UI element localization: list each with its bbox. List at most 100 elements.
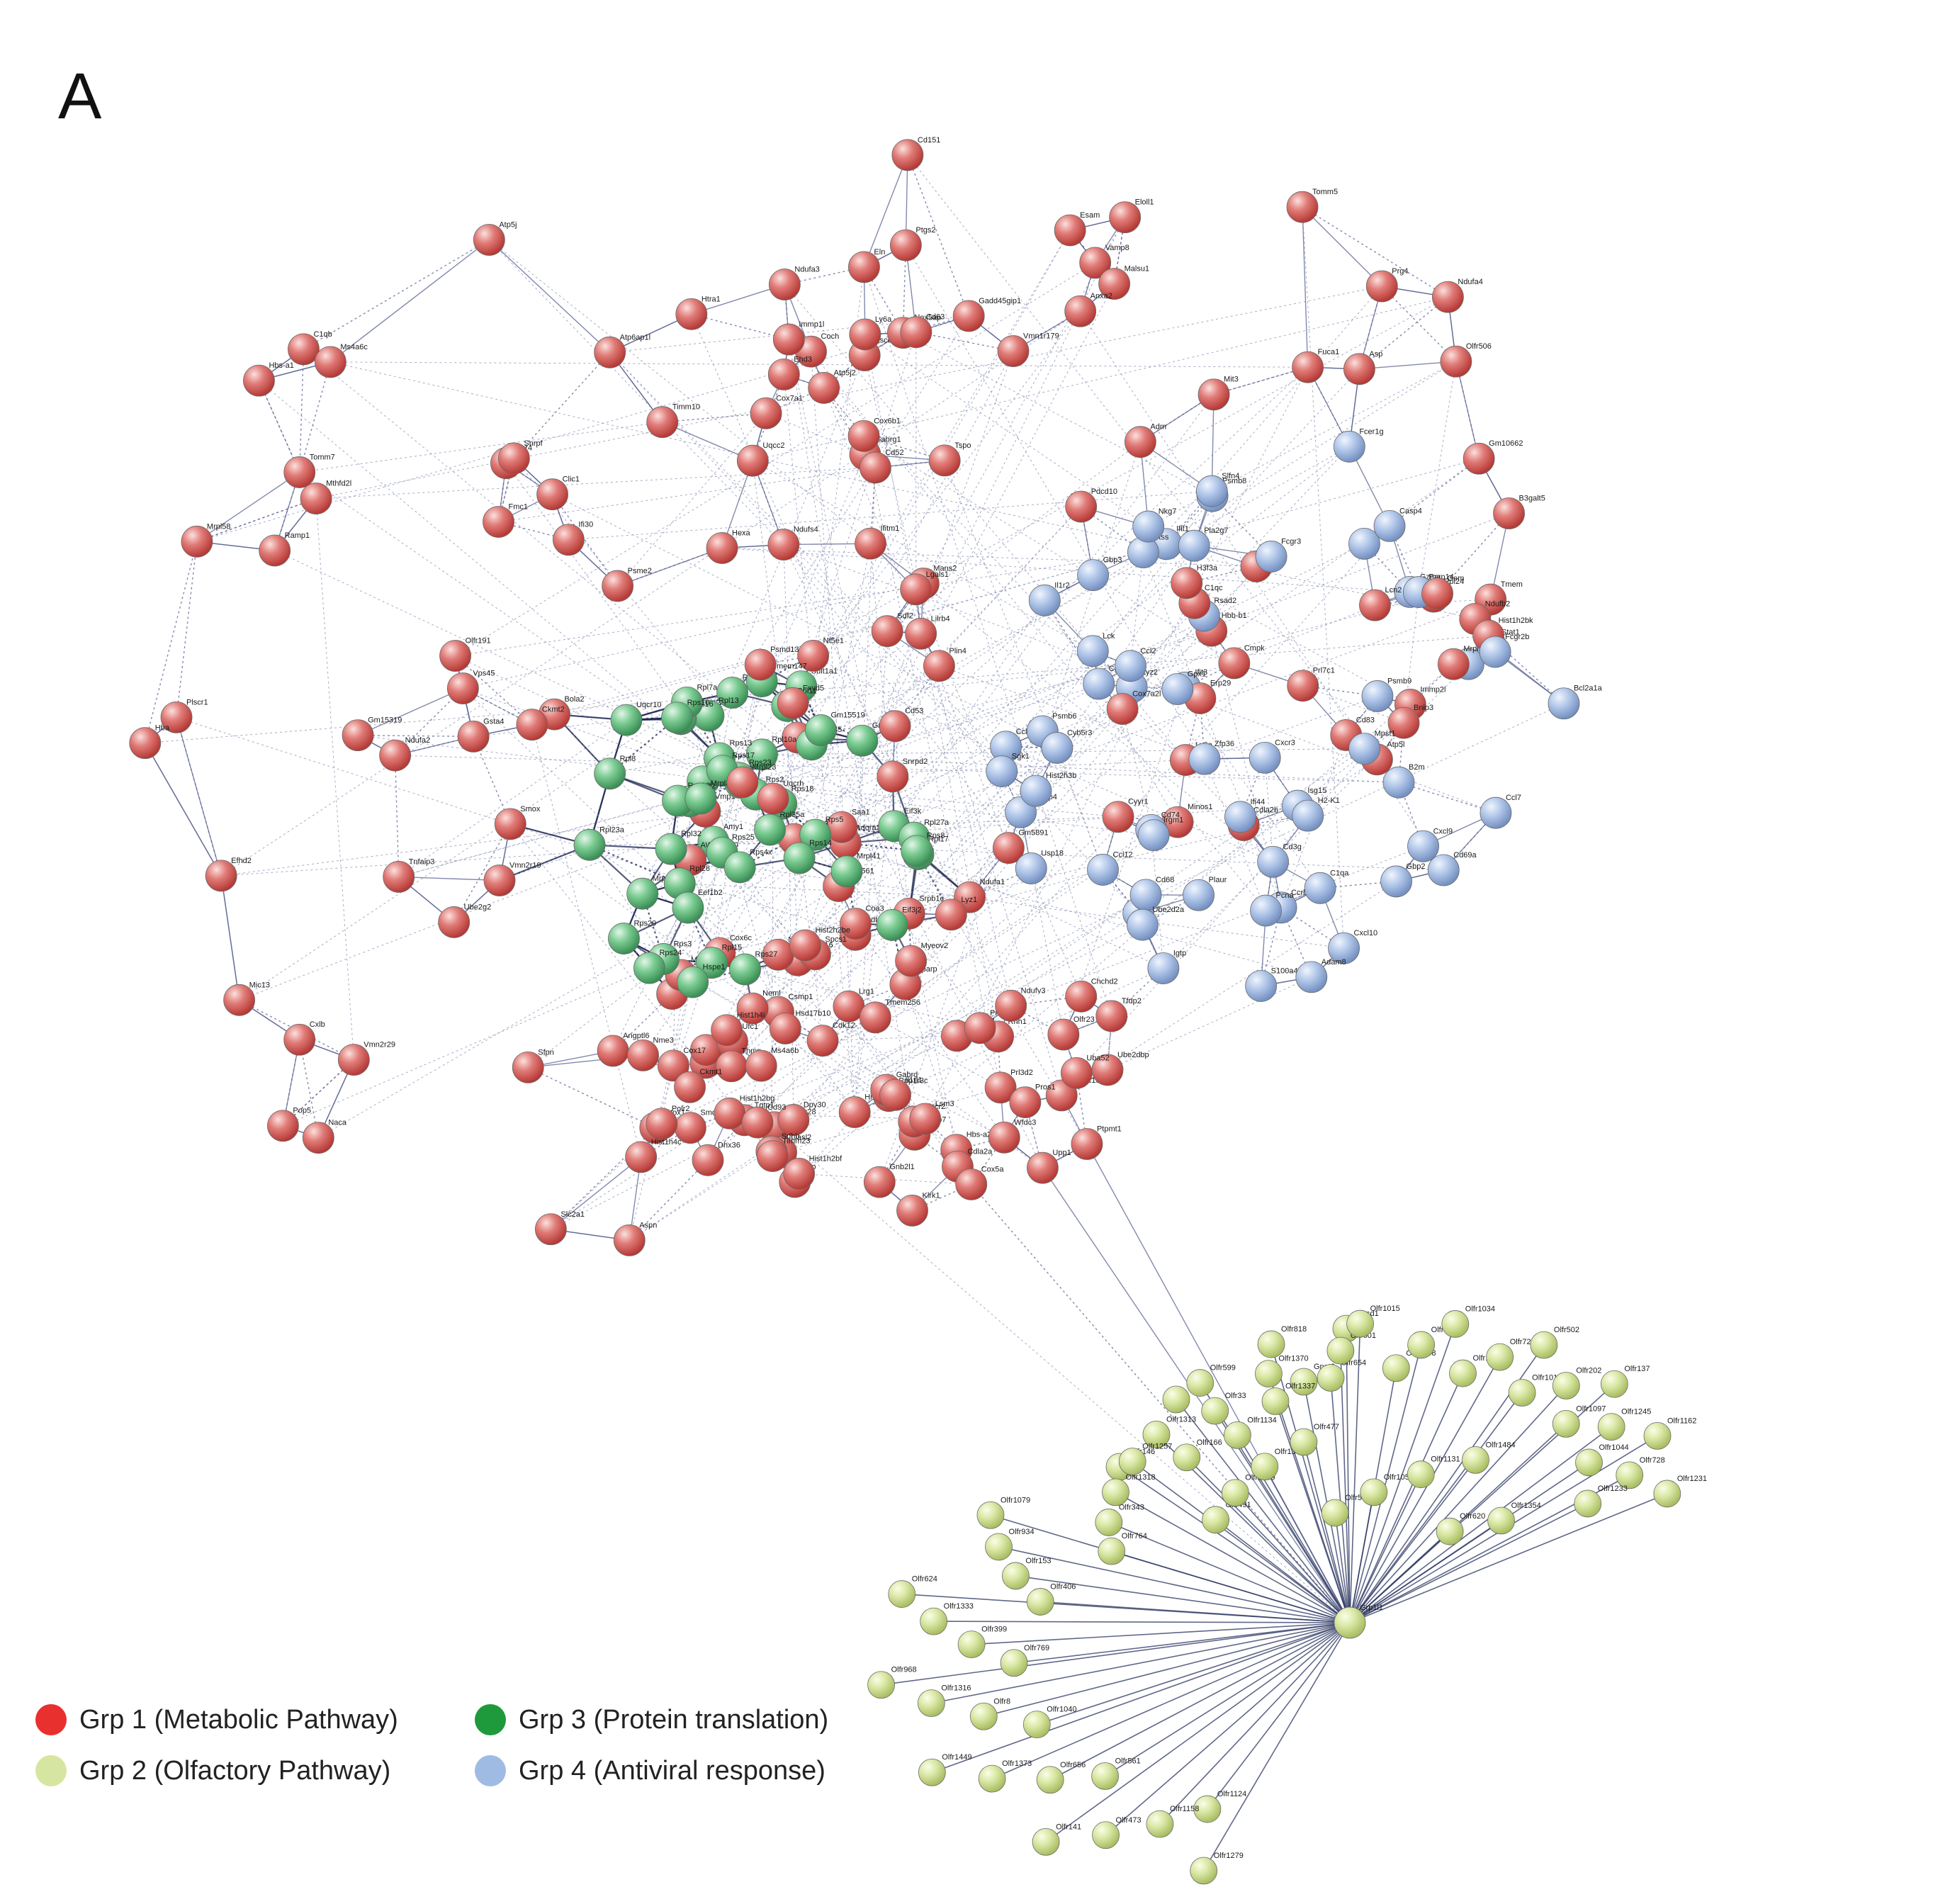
node-ball [1223, 1421, 1251, 1449]
node-ball [952, 300, 985, 332]
interaction-edge [774, 894, 1146, 1128]
interaction-edge [762, 754, 1399, 783]
protein-node: Prg4 [1365, 267, 1409, 303]
protein-node: Rps27 [729, 950, 777, 986]
legend-label-grp2: Grp 2 (Olfactory Pathway) [79, 1755, 391, 1786]
node-label: Psmd13 [770, 646, 799, 654]
protein-node: Ptgs2 [889, 226, 936, 261]
node-label: Cd52 [885, 449, 903, 457]
protein-node: Pla2g7 [1178, 526, 1228, 562]
node-ball [1250, 894, 1282, 927]
node-label: Olfr656 [1060, 1761, 1086, 1769]
node-ball [1257, 845, 1289, 878]
node-label: Esam [1080, 211, 1100, 220]
node-label: Fcgr3 [1281, 537, 1301, 546]
node-ball [1462, 442, 1495, 475]
node-label: Atp5j [499, 220, 517, 229]
node-ball [1249, 741, 1281, 774]
node-label: Prl7c1 [1313, 667, 1335, 675]
protein-node: Ube2d2a [1127, 906, 1185, 941]
interaction-edge [1142, 552, 1282, 908]
node-label: Eif3k [904, 807, 922, 816]
node-label: Olfr202 [1576, 1366, 1601, 1375]
node-label: Eln [874, 248, 885, 257]
node-ball [935, 899, 967, 931]
protein-node: Gm5891 [992, 829, 1049, 864]
node-label: Psme2 [628, 567, 652, 575]
node-ball [1115, 650, 1146, 682]
protein-node: Vps45 [446, 670, 495, 704]
protein-node: Ccl12 [1087, 850, 1133, 886]
node-ball [1487, 1506, 1515, 1535]
node-label: Irgm1 [1163, 816, 1183, 825]
node-ball [806, 1025, 839, 1057]
interaction-edge [473, 665, 1131, 737]
interaction-edge [1207, 1622, 1351, 1810]
node-label: Ifit1 [1176, 525, 1189, 534]
protein-node: Ms4a6b [745, 1047, 799, 1082]
node-ball [1027, 1151, 1059, 1184]
node-ball [302, 1122, 334, 1154]
node-label: Ndufa2 [405, 736, 430, 745]
interaction-edge [1132, 1460, 1351, 1623]
interaction-edge [1177, 689, 1321, 889]
node-ball [756, 1140, 789, 1172]
node-label: Vamp8 [1105, 244, 1129, 252]
node-ball [1255, 541, 1287, 573]
node-ball [1047, 1018, 1080, 1051]
protein-node: Olfr1245 [1597, 1408, 1651, 1441]
node-label: Zfp36 [1214, 740, 1234, 748]
interaction-edge [196, 497, 317, 542]
node-label: Olfr23 [1073, 1015, 1095, 1024]
node-ball [1348, 733, 1380, 765]
node-ball [1102, 801, 1134, 833]
node-label: Rpl7a [697, 683, 718, 692]
node-label: Cyb5r3 [1067, 728, 1092, 737]
node-label: Plin4 [949, 647, 966, 655]
node-ball [846, 724, 879, 757]
node-ball [696, 947, 728, 979]
interaction-edge [258, 380, 300, 473]
node-label: Ndufb2 [1485, 600, 1510, 609]
node-label: Cd74 [1161, 811, 1180, 819]
protein-node: Lsm3 [909, 1100, 954, 1135]
interaction-edge [950, 602, 1195, 916]
node-label: Pop5 [293, 1107, 311, 1115]
node-ball [905, 617, 937, 650]
node-ball [1079, 247, 1112, 279]
node-label: Mrpl41 [857, 852, 881, 861]
legend-label-grp4: Grp 4 (Antiviral response) [519, 1755, 825, 1786]
node-ball [1333, 430, 1365, 463]
protein-node: Olfr343 [1095, 1503, 1144, 1536]
edges-layer [145, 154, 1668, 1871]
node-ball [1002, 1562, 1030, 1590]
node-label: Olfr1044 [1599, 1443, 1628, 1452]
interaction-edge [670, 310, 1081, 850]
node-ball [1380, 865, 1412, 898]
node-label: Olfr1245 [1621, 1408, 1651, 1416]
node-ball [777, 687, 809, 719]
node-label: Olfr1040 [1047, 1706, 1076, 1714]
node-label: Vmn1r179 [1023, 332, 1059, 341]
legend-label-grp1: Grp 1 (Metabolic Pathway) [79, 1704, 398, 1735]
node-label: Chchd2 [1091, 977, 1118, 986]
node-label: Ms4a6c [340, 343, 368, 351]
interaction-edge [1056, 748, 1103, 870]
node-label: Hist1h2bk [1499, 616, 1533, 625]
interaction-edge [550, 1156, 642, 1230]
node-label: Gm10662 [1489, 439, 1523, 448]
interaction-edge [629, 1159, 709, 1241]
node-ball [243, 364, 275, 397]
node-label: Olfr343 [1119, 1503, 1144, 1511]
interaction-edge [612, 993, 673, 1052]
protein-node: Rps24 [633, 949, 682, 984]
protein-node: Ckmt1 [674, 1068, 722, 1103]
node-ball [768, 269, 801, 300]
node-ball [1317, 1364, 1345, 1392]
interaction-edge [864, 334, 999, 1037]
node-ball [383, 861, 415, 893]
interaction-edge [617, 547, 723, 587]
node-ball [1000, 1649, 1028, 1677]
protein-node: Rps10 [661, 699, 709, 734]
node-label: Olfr1131 [1431, 1455, 1460, 1464]
